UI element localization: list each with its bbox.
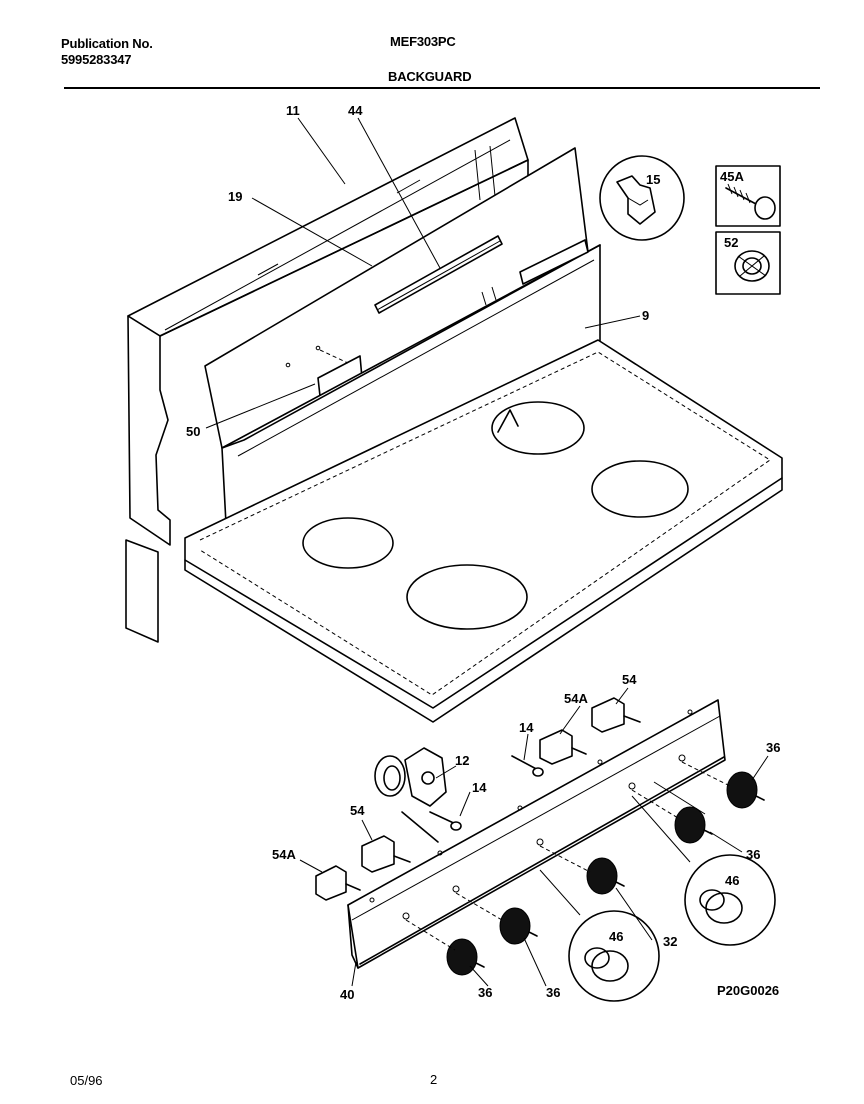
callout-12: 12 (455, 753, 469, 768)
knob-icon-3 (586, 857, 625, 895)
switch-54a-left (315, 865, 361, 901)
callout-40: 40 (340, 987, 354, 1002)
callout-14-mid: 14 (472, 780, 487, 795)
leader-lines (205, 117, 769, 987)
screw-icon (725, 183, 776, 220)
section-title: BACKGUARD (388, 69, 472, 84)
callout-45a: 45A (720, 169, 744, 184)
callout-14-top: 14 (519, 720, 534, 735)
backguard-panel (127, 117, 529, 546)
publication-number: 5995283347 (61, 52, 132, 67)
switch-54a-top (539, 729, 587, 765)
callout-36-right-1: 36 (766, 740, 780, 755)
callout-50: 50 (186, 424, 200, 439)
callout-15: 15 (646, 172, 660, 187)
callout-54-top: 54 (622, 672, 637, 687)
cooktop (184, 339, 783, 723)
callout-46-right: 46 (725, 873, 739, 888)
glass-panel (204, 147, 589, 449)
nut-icon (734, 250, 770, 282)
knob-icon-4 (499, 907, 538, 945)
knob-icon-1 (726, 771, 765, 809)
diagram-code: P20G0026 (717, 983, 779, 998)
infinite-switch (374, 747, 447, 843)
model-number: MEF303PC (390, 34, 456, 49)
header-divider (64, 87, 820, 89)
callout-19: 19 (228, 189, 242, 204)
callout-11: 11 (286, 103, 300, 118)
footer-date: 05/96 (70, 1073, 103, 1088)
callout-32: 32 (663, 934, 677, 949)
knob-icon-2 (674, 806, 713, 844)
callout-36-bottom-1: 36 (478, 985, 492, 1000)
switch-54-top (591, 697, 641, 733)
nut-box (715, 231, 781, 295)
indicator-light-top (511, 755, 544, 777)
switch-54-left (361, 835, 411, 873)
page-number: 2 (430, 1072, 438, 1087)
clip-detail (599, 155, 685, 241)
knob-icon-5 (446, 938, 485, 976)
callout-9: 9 (642, 308, 649, 323)
callout-54a-left: 54A (272, 847, 296, 862)
publication-label: Publication No. (61, 36, 153, 51)
callout-54a-top: 54A (564, 691, 588, 706)
callout-52: 52 (724, 235, 738, 250)
knob-insert-detail-right (684, 854, 776, 946)
callout-36-right-2: 36 (746, 847, 760, 862)
callout-46-left: 46 (609, 929, 623, 944)
knob-insert-detail-left (568, 910, 660, 1002)
screw-box (715, 165, 781, 227)
control-panel (347, 699, 726, 969)
callout-44: 44 (348, 103, 363, 118)
callout-54-left: 54 (350, 803, 365, 818)
callout-36-bottom-2: 36 (546, 985, 560, 1000)
side-trim (125, 539, 159, 643)
indicator-light-mid (429, 811, 462, 831)
